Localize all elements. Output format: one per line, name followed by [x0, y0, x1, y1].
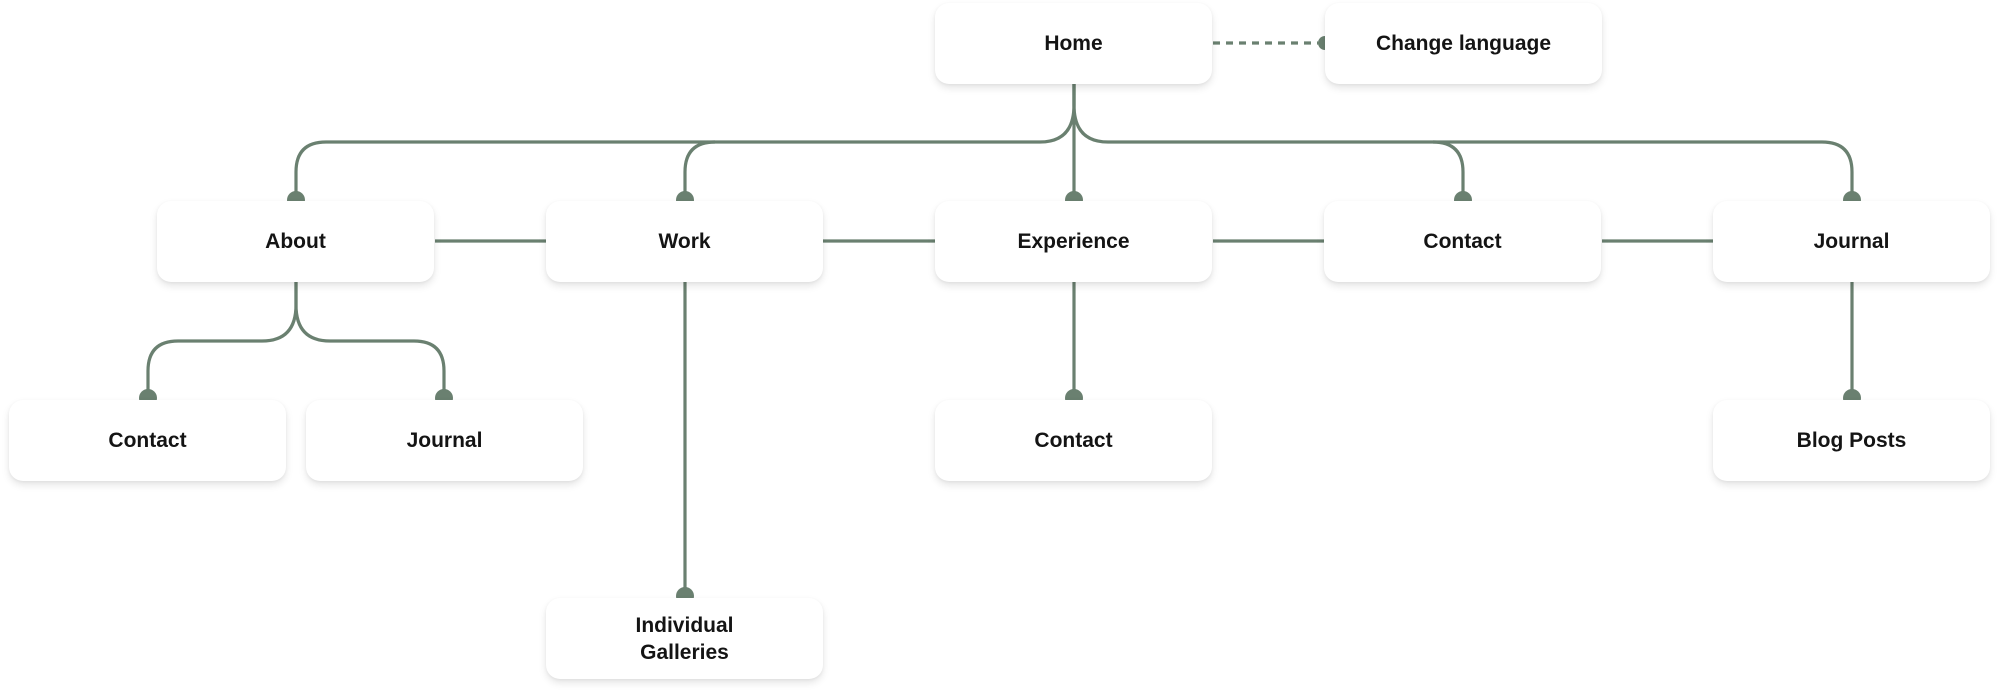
node-experience-contact[interactable]: Contact	[935, 400, 1212, 481]
node-about-contact[interactable]: Contact	[9, 400, 286, 481]
edge-home-contact	[1432, 140, 1465, 200]
edge-about-contact	[146, 282, 298, 398]
node-label: Work	[658, 230, 711, 253]
node-about[interactable]: About	[157, 201, 434, 282]
node-work-individual-galleries[interactable]: Individual Galleries	[546, 598, 823, 679]
node-label: Contact	[1034, 429, 1113, 452]
node-home[interactable]: Home	[935, 3, 1212, 84]
node-label: Journal	[1813, 230, 1890, 253]
node-journal[interactable]: Journal	[1713, 201, 1990, 282]
edge-about-journal	[294, 282, 446, 398]
node-label: Journal	[406, 429, 483, 452]
node-journal-blog-posts[interactable]: Blog Posts	[1713, 400, 1990, 481]
node-label: Home	[1044, 32, 1103, 55]
node-about-journal[interactable]: Journal	[306, 400, 583, 481]
node-label: Individual Galleries	[635, 613, 734, 664]
node-contact[interactable]: Contact	[1324, 201, 1601, 282]
node-label: Contact	[1423, 230, 1502, 253]
edge-home-journal	[1072, 84, 1854, 200]
edge-home-about	[294, 84, 1076, 200]
node-change-language[interactable]: Change language	[1325, 3, 1602, 84]
node-work[interactable]: Work	[546, 201, 823, 282]
node-label: Experience	[1017, 230, 1130, 253]
node-label: About	[265, 230, 326, 253]
node-label: Change language	[1375, 32, 1552, 55]
edge-home-work	[683, 140, 716, 200]
node-label: Contact	[108, 429, 187, 452]
node-label: Blog Posts	[1796, 429, 1907, 452]
node-experience[interactable]: Experience	[935, 201, 1212, 282]
